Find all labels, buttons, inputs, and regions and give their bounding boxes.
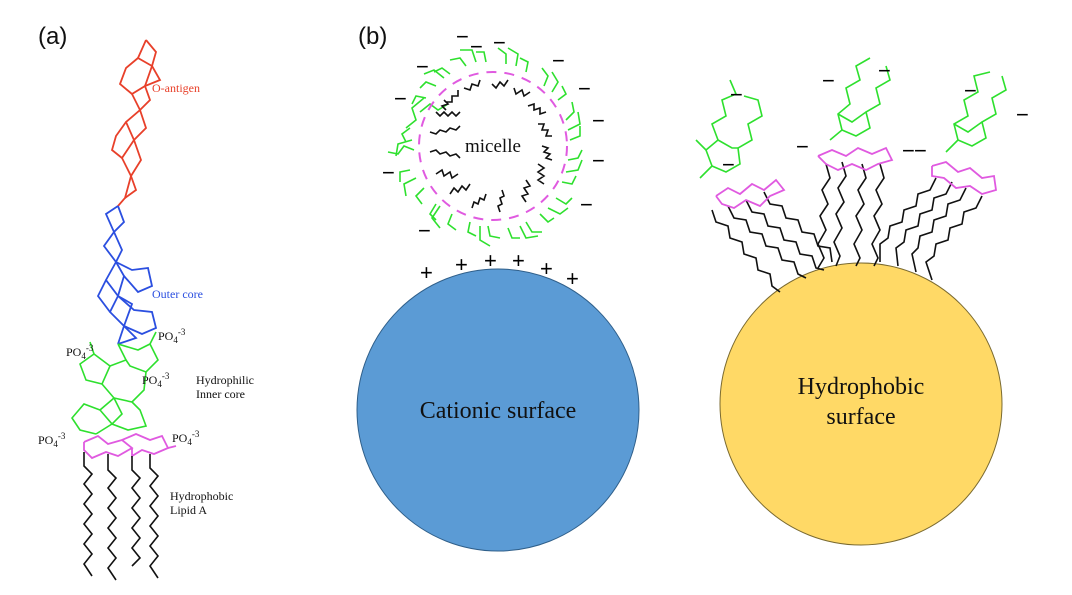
phosphate-label-5: PO4-3 — [172, 429, 200, 447]
minus-sign: − — [796, 134, 809, 159]
phosphate-label-1: PO4-3 — [66, 343, 94, 361]
anchored-lipid-tails — [711, 161, 983, 293]
minus-sign: − — [578, 76, 591, 101]
minus-sign: − — [592, 108, 605, 133]
minus-sign: − — [580, 192, 593, 217]
o-antigen-label: O-antigen — [152, 81, 200, 95]
anchored-lipid-heads — [715, 146, 998, 209]
minus-sign: − — [878, 58, 891, 83]
panel-a: (a) O-antigen Outer core PO4 — [38, 23, 254, 581]
minus-sign: − — [822, 68, 835, 93]
minus-sign: − — [964, 78, 977, 103]
minus-sign: − — [730, 82, 743, 107]
minus-sign: − — [456, 24, 469, 49]
panel-a-label: (a) — [38, 23, 67, 50]
outer-core-chain — [96, 205, 158, 345]
inner-core-chain — [70, 331, 159, 435]
inner-core-label-line1: Hydrophilic — [196, 373, 254, 387]
micelle-label: micelle — [465, 136, 521, 157]
plus-sign: + — [540, 256, 553, 281]
minus-sign: − — [382, 160, 395, 185]
minus-sign: − — [394, 86, 407, 111]
micelle: micelle — [387, 47, 583, 247]
plus-sign: + — [512, 248, 525, 273]
anchored-charges: − − − − − − − − − — [722, 58, 1029, 177]
outer-core-label: Outer core — [152, 287, 203, 301]
minus-sign: − — [493, 30, 506, 55]
anchored-lps: − − − − − − − − − — [695, 57, 1029, 293]
inner-core-label-line2: Inner core — [196, 387, 245, 401]
minus-sign: − — [1016, 102, 1029, 127]
lipid-a-label-line1: Hydrophobic — [170, 489, 233, 503]
minus-sign: − — [592, 148, 605, 173]
lipid-a-label-line2: Lipid A — [170, 503, 207, 517]
anchored-polysaccharides — [695, 57, 1007, 179]
phosphate-label-4: PO4-3 — [38, 431, 66, 449]
micelle-pink-ring — [418, 71, 568, 221]
minus-sign: − — [552, 48, 565, 73]
plus-sign: + — [566, 266, 579, 291]
plus-sign: + — [455, 252, 468, 277]
lipid-a-tails — [82, 452, 160, 581]
hydrophobic-surface-label-line1: Hydrophobic — [798, 374, 925, 400]
plus-sign: + — [420, 260, 433, 285]
hydrophobic-surface-label-line2: surface — [826, 404, 895, 430]
phosphate-label-2: PO4-3 — [158, 327, 186, 345]
minus-sign: − — [470, 34, 483, 59]
panel-b: (b) micelle − − − − − − − − — [356, 23, 1029, 552]
cationic-surface-circle — [356, 268, 640, 552]
minus-sign: − — [416, 54, 429, 79]
phosphate-label-3: PO4-3 — [142, 371, 170, 389]
positive-charges: + + + + + + — [420, 248, 579, 291]
minus-sign: − — [722, 152, 735, 177]
cationic-surface-label: Cationic surface — [420, 398, 577, 424]
o-antigen-chain — [110, 39, 162, 207]
lipid-a-head — [83, 433, 177, 460]
negative-charges: − − − − − − − − − − − − — [382, 24, 605, 243]
hydrophobic-surface-circle — [719, 262, 1003, 546]
minus-sign: − — [914, 138, 927, 163]
micelle-headgroups — [387, 47, 583, 247]
minus-sign: − — [902, 138, 915, 163]
minus-sign: − — [418, 218, 431, 243]
plus-sign: + — [484, 248, 497, 273]
micelle-tails — [429, 79, 553, 213]
panel-b-label: (b) — [358, 23, 387, 50]
